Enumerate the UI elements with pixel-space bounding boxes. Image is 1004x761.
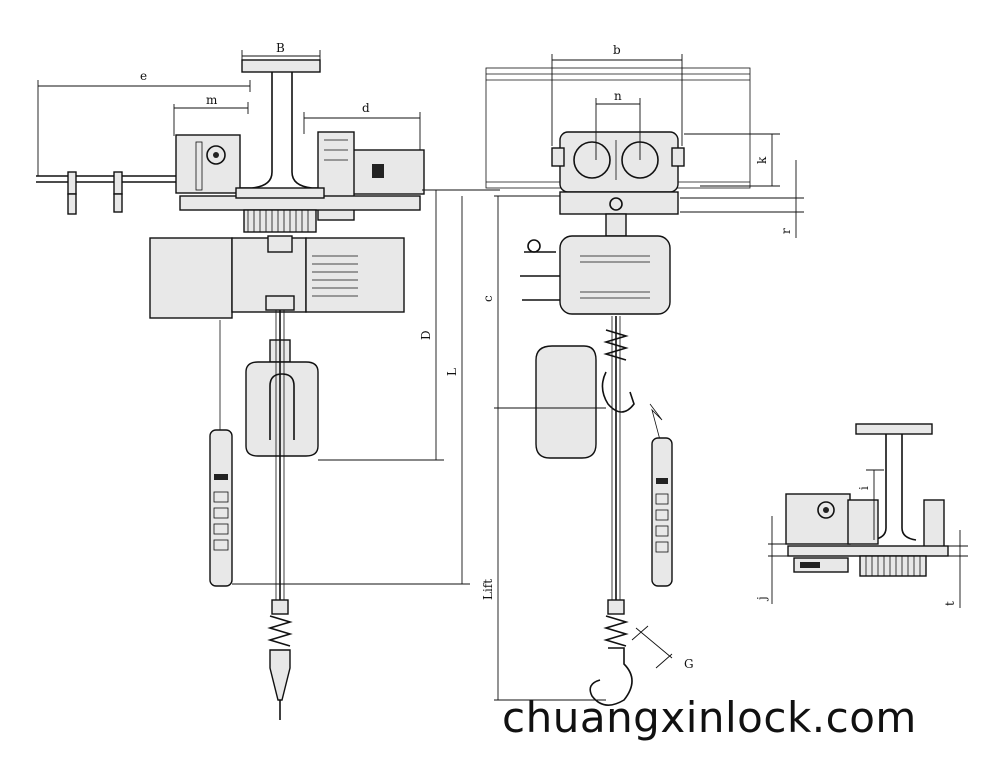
label-t: t	[943, 601, 957, 606]
label-e: e	[140, 69, 147, 83]
hoist-motor	[305, 237, 405, 313]
trolley-drive-motor	[351, 149, 425, 195]
front-pendant	[651, 437, 673, 587]
label-j: j	[755, 596, 769, 602]
middle-dimensions: b n k r c Lift G	[481, 43, 804, 701]
chain-container	[245, 361, 319, 457]
label-D: D	[419, 330, 433, 340]
hoist-front-motor	[559, 235, 671, 315]
label-c: c	[481, 295, 495, 302]
inset-trolley	[785, 493, 851, 545]
label-G: G	[684, 657, 694, 671]
front-lower-hook	[589, 647, 633, 706]
label-d: d	[362, 101, 370, 115]
chain-guide	[265, 295, 295, 311]
pendant-arm-tab2	[113, 193, 123, 213]
watermark-text: chuangxinlock.com	[502, 693, 917, 742]
label-L: L	[445, 368, 459, 376]
beam-flange	[241, 59, 321, 73]
label-i: i	[857, 486, 871, 490]
label-Lift: Lift	[481, 579, 495, 600]
front-hook-spring-upper	[603, 329, 629, 361]
inset-view	[785, 423, 949, 577]
label-n: n	[614, 89, 622, 103]
inset-dimensions: i j t	[755, 469, 968, 608]
label-B: B	[276, 41, 285, 55]
motor-fins	[312, 255, 358, 297]
label-b: b	[613, 43, 621, 57]
front-hook-spring-lower	[603, 615, 629, 647]
rope-drum-hatch	[243, 209, 317, 233]
trolley-left-block	[175, 134, 241, 194]
trolley-front-frame	[559, 131, 679, 193]
label-r: r	[779, 228, 793, 234]
trolley-wheel-icon	[206, 145, 226, 165]
label-m: m	[206, 93, 218, 107]
inset-beam-flange	[855, 423, 933, 435]
label-k: k	[755, 156, 769, 164]
pendant-arm-clip2	[113, 171, 123, 195]
wheel-left	[573, 141, 611, 179]
chain-bag-front	[535, 345, 597, 459]
inset-drum-hatch	[859, 555, 927, 577]
hoist-gearbox	[149, 237, 233, 319]
left-dimensions: B e m d D L	[37, 41, 500, 585]
inset-base	[787, 545, 949, 557]
pendant-arm-tab	[67, 193, 77, 215]
pendant-arm-clip	[67, 171, 77, 195]
side-view	[36, 59, 425, 720]
bottom-hook	[269, 649, 291, 701]
front-view	[485, 67, 751, 706]
front-upper-hook	[601, 371, 635, 413]
hook-spring	[267, 615, 293, 647]
